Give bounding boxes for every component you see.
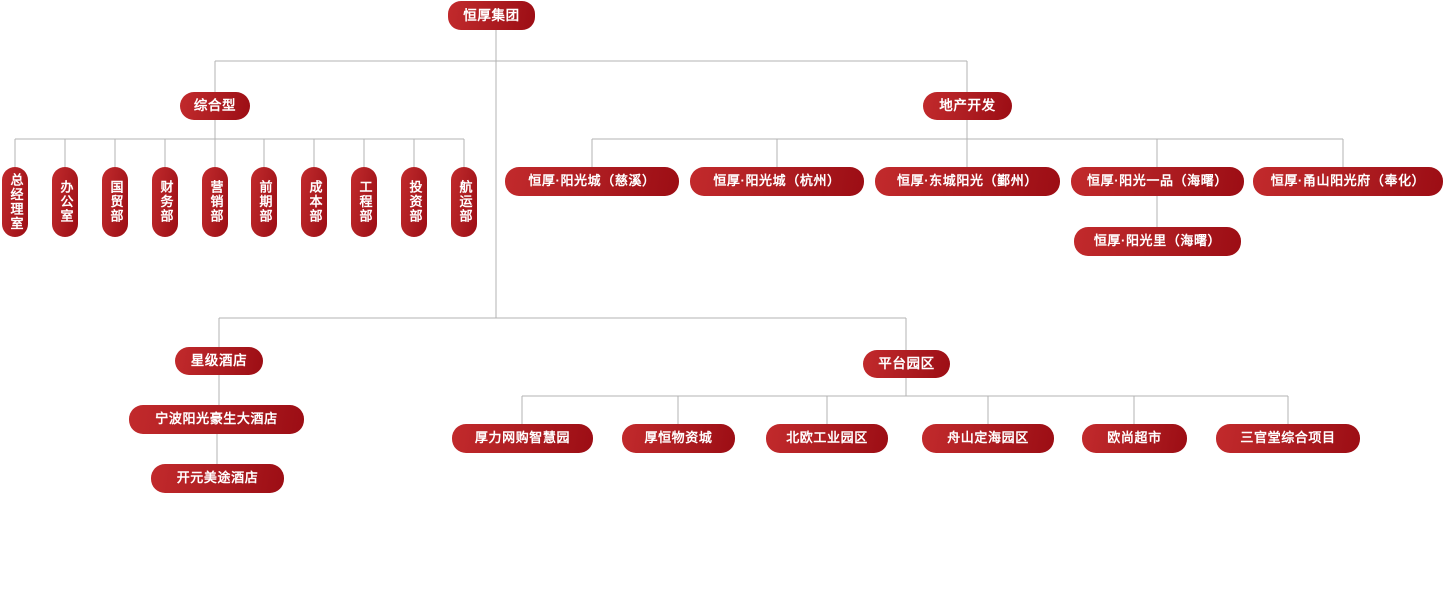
node-department-investment[interactable]: 投资部 bbox=[401, 167, 427, 237]
node-department-cost[interactable]: 成本部 bbox=[301, 167, 327, 237]
node-branch-realestate[interactable]: 地产开发 bbox=[923, 92, 1012, 120]
node-park-nordic-industrial-park[interactable]: 北欧工业园区 bbox=[766, 424, 888, 453]
node-park-zhoushan-dinghai-park[interactable]: 舟山定海园区 bbox=[922, 424, 1054, 453]
node-park-sanguantang-complex-project[interactable]: 三官堂综合项目 bbox=[1216, 424, 1360, 453]
node-department-engineering[interactable]: 工程部 bbox=[351, 167, 377, 237]
node-branch-park[interactable]: 平台园区 bbox=[863, 350, 950, 378]
node-department-shipping[interactable]: 航运部 bbox=[451, 167, 477, 237]
node-department-general-manager-office[interactable]: 总经理室 bbox=[2, 167, 28, 237]
node-branch-hotel[interactable]: 星级酒店 bbox=[175, 347, 263, 375]
node-park-auchan-supermarket[interactable]: 欧尚超市 bbox=[1082, 424, 1187, 453]
node-project-sunshine-yipin-haishu[interactable]: 恒厚·阳光一品（海曙） bbox=[1071, 167, 1244, 196]
node-project-yongshan-sunshine-mansion-fenghua[interactable]: 恒厚·甬山阳光府（奉化） bbox=[1253, 167, 1443, 196]
node-project-sunshine-city-hangzhou[interactable]: 恒厚·阳光城（杭州） bbox=[690, 167, 864, 196]
node-department-international-trade[interactable]: 国贸部 bbox=[102, 167, 128, 237]
node-department-marketing[interactable]: 营销部 bbox=[202, 167, 228, 237]
node-department-preliminary[interactable]: 前期部 bbox=[251, 167, 277, 237]
node-department-office[interactable]: 办公室 bbox=[52, 167, 78, 237]
node-project-sunshine-li-haishu[interactable]: 恒厚·阳光里（海曙） bbox=[1074, 227, 1241, 256]
node-project-sunshine-city-cixi[interactable]: 恒厚·阳光城（慈溪） bbox=[505, 167, 679, 196]
node-hotel-kaiyuan-meitu[interactable]: 开元美途酒店 bbox=[151, 464, 284, 493]
node-hotel-ningbo-sunshine-howard-johnson[interactable]: 宁波阳光豪生大酒店 bbox=[129, 405, 304, 434]
node-branch-comprehensive[interactable]: 综合型 bbox=[180, 92, 250, 120]
node-root-group[interactable]: 恒厚集团 bbox=[448, 1, 535, 30]
node-project-dongcheng-sunshine-yinzhou[interactable]: 恒厚·东城阳光（鄞州） bbox=[875, 167, 1060, 196]
node-department-finance[interactable]: 财务部 bbox=[152, 167, 178, 237]
node-park-houli-online-shopping-smart-park[interactable]: 厚力网购智慧园 bbox=[452, 424, 593, 453]
node-park-houheng-materials-city[interactable]: 厚恒物资城 bbox=[622, 424, 735, 453]
